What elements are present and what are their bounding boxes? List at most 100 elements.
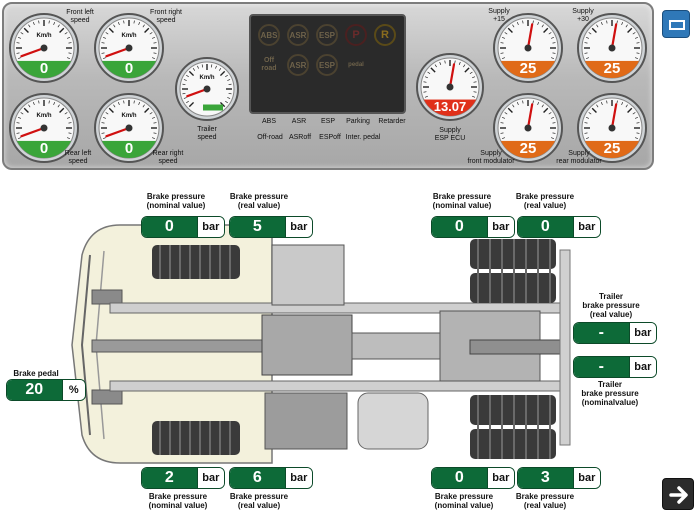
trailer-nominal-pressure-value: - [574, 357, 629, 377]
supply-front-modulator-label: Supply front modulator [467, 150, 515, 165]
gauge-tick [16, 42, 20, 44]
rear-right-tyres [470, 395, 556, 459]
gauge-tick [188, 70, 195, 77]
gauge-tick [427, 71, 431, 74]
gauge-hub [125, 44, 133, 52]
gauge-tick [585, 116, 590, 119]
gauge-needle [105, 46, 131, 58]
gauge-tick [210, 64, 213, 68]
gauge-tick [151, 116, 156, 119]
front-right-nominal-pressure-value: 0 [432, 217, 487, 237]
gauge-tick [66, 116, 71, 119]
gauge-tick [197, 65, 199, 69]
gauge-tick [591, 27, 597, 33]
gauge-tick [57, 104, 60, 108]
gauge-needle [526, 23, 534, 50]
rear-right-real-pressure-unit: bar [572, 468, 600, 488]
gauge-value: 25 [520, 60, 537, 77]
brake-pedal-unit: % [61, 380, 85, 400]
gauge-tick [552, 132, 556, 134]
gauge-tick [102, 137, 107, 140]
gauge-tick [552, 122, 556, 124]
supply-30-gauge: 25 [577, 13, 647, 83]
gauge-unit: Km/h [122, 113, 137, 119]
gauge-tick [532, 20, 534, 24]
gauge-tick [228, 83, 232, 86]
gauge-tick [108, 107, 114, 113]
gauge-tick [53, 101, 56, 106]
gauge-tick [464, 67, 470, 73]
gauge-tick [17, 137, 22, 140]
rear-left-nominal-pressure-unit: bar [196, 468, 224, 488]
gauge-tick [123, 20, 125, 24]
front-left-real-pressure-label: Brake pressure (real value) [229, 192, 289, 210]
gauge-needle [105, 126, 131, 138]
rear-left-real-pressure-value: 6 [230, 468, 285, 488]
gauge-indicator [203, 104, 223, 111]
gauge-tick [634, 57, 639, 60]
gauge-unit: Km/h [122, 33, 137, 39]
trailer-real-pressure: - bar [573, 322, 657, 344]
front-left-real-pressure-value: 5 [230, 217, 285, 237]
gauge-tick [516, 21, 519, 26]
gauge-tick [552, 42, 556, 44]
gauge-tick [186, 100, 189, 104]
gauge-tick [625, 104, 628, 108]
gauge-tick [142, 24, 145, 28]
gauge-tick [634, 116, 639, 119]
gauge-tick [541, 104, 544, 108]
gauge-tick [215, 65, 217, 69]
gauge-tick [23, 27, 29, 33]
gauge-tick [101, 132, 105, 134]
gauge-tick [632, 112, 636, 115]
gauge-hub [40, 44, 48, 52]
brake-pedal-position: 20 % [6, 379, 86, 401]
gauge-tick [153, 52, 157, 54]
parking-lamp-icon: P [345, 24, 367, 46]
gauge-tick [423, 91, 427, 93]
gauge-tick [186, 74, 189, 78]
window-toggle-button[interactable] [662, 10, 690, 38]
gauge-needle [20, 126, 46, 138]
gauge-tick [32, 101, 35, 106]
gauge-value: 13.07 [434, 99, 467, 114]
inter-pedal-lamp-icon: pedal [348, 62, 364, 68]
gauge-value: 0 [40, 140, 48, 157]
gauge-tick [117, 21, 120, 26]
gauge-tick [458, 61, 461, 65]
gauge-value-window [99, 60, 159, 78]
gauge-tick [541, 24, 544, 28]
supply-esp-ecu-label: Supply ESP ECU [434, 127, 466, 142]
rear-right-nominal-pressure-value: 0 [432, 468, 487, 488]
gauge-tick [501, 116, 506, 119]
gauge-hub [446, 83, 454, 91]
gauge-tick [596, 104, 599, 108]
gauge-tick [500, 42, 504, 44]
rear-right-speed-gauge: 0 Km/h [94, 93, 164, 163]
brake-pedal-label: Brake pedal [13, 369, 59, 378]
gauge-value: 0 [125, 140, 133, 157]
gauge-tick [621, 101, 624, 106]
gauge-tick [182, 92, 186, 95]
esp-lamp-icon: ESP [316, 24, 338, 46]
gauge-needle [448, 63, 456, 89]
front-right-speed-gauge: 0Km/h [94, 13, 164, 83]
gauge-tick [501, 137, 506, 140]
supply-esp-ecu-gauge: 13.07 [416, 53, 484, 121]
gauge-tick [543, 27, 549, 33]
gauge-tick [522, 100, 524, 104]
gauge-tick [144, 27, 150, 33]
trailer-real-pressure-label: Trailer brake pressure (real value) [582, 292, 640, 319]
next-page-button[interactable] [662, 478, 694, 510]
gauge-tick [101, 52, 105, 54]
gauge-tick [501, 36, 506, 39]
gauge-value-window [498, 140, 558, 158]
gauge-tick [543, 107, 549, 113]
espoff-lamp-label: ESPoff [319, 134, 341, 141]
gauge-tick [548, 32, 552, 35]
gauge-tick [454, 60, 456, 64]
gauge-tick [59, 107, 65, 113]
gauge-tick [108, 27, 114, 33]
rear-left-speed-gauge: 0Km/h [9, 93, 79, 163]
retarder-lamp-icon: R [374, 24, 396, 46]
